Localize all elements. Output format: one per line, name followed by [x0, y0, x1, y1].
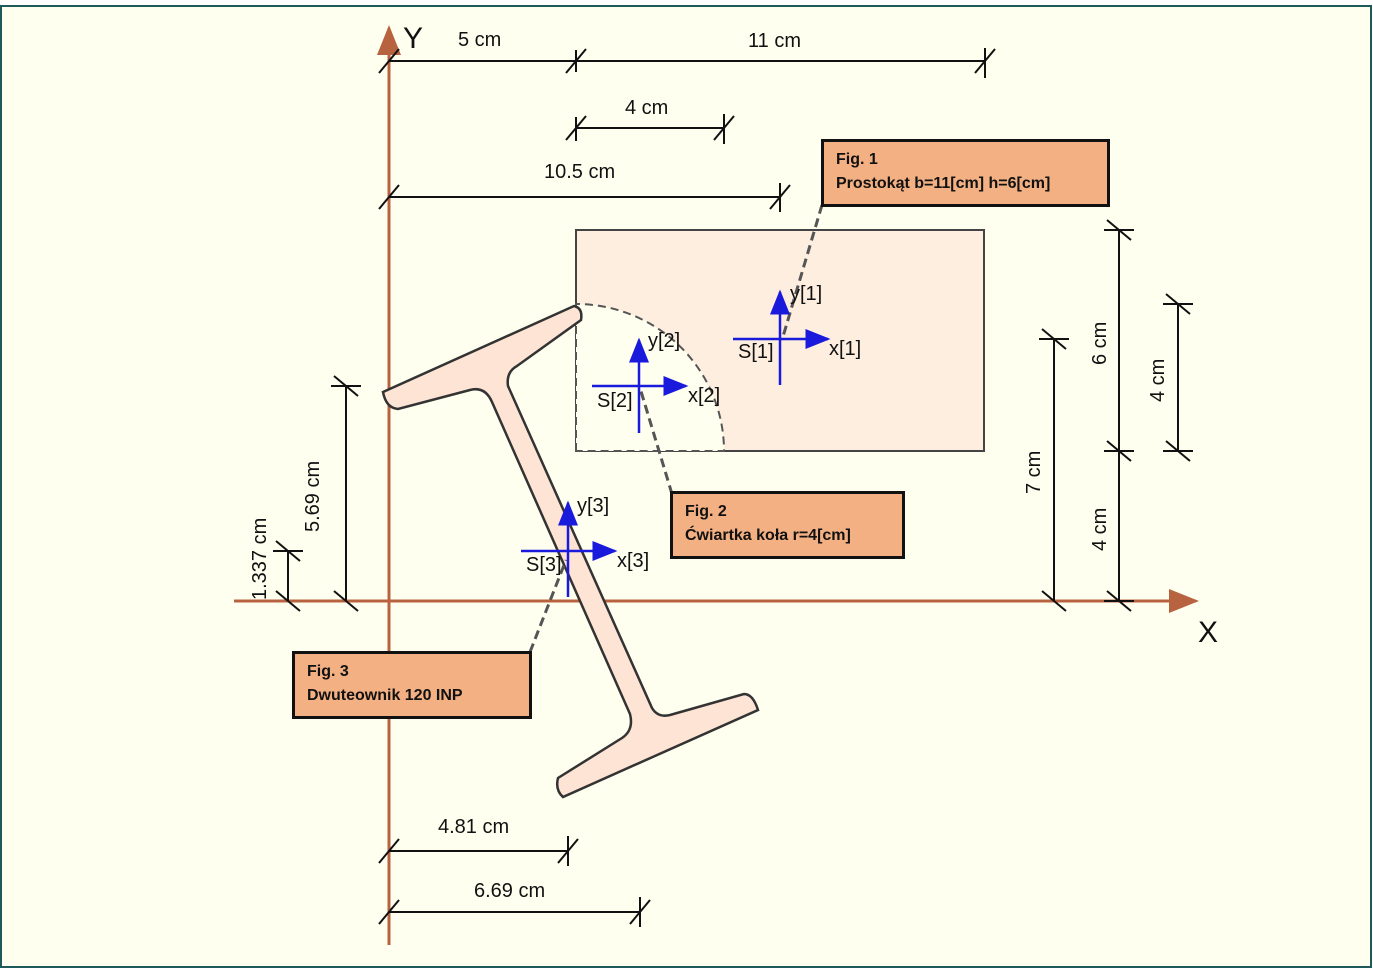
fig2-title: Fig. 2 [685, 503, 727, 520]
frame [0, 5, 1372, 968]
dim-11cm: 11 cm [748, 30, 801, 52]
dim-5-69cm: 5.69 cm [302, 461, 324, 532]
s3-label: S[3] [526, 554, 562, 576]
s1-label: S[1] [738, 341, 774, 363]
fig1-label-box: Fig. 1 Prostokąt b=11[cm] h=6[cm] [821, 139, 1110, 207]
fig2-label-box: Fig. 2 Ćwiartka koła r=4[cm] [670, 491, 905, 559]
dim-4cm-right: 4 cm [1147, 359, 1169, 402]
x-axis-label: X [1198, 616, 1218, 649]
dim-10-5cm: 10.5 cm [544, 161, 615, 183]
fig1-desc: Prostokąt b=11[cm] h=6[cm] [836, 175, 1051, 192]
leader-lines [528, 204, 824, 653]
fig2-desc: Ćwiartka koła r=4[cm] [685, 527, 851, 544]
y3-label: y[3] [577, 495, 609, 517]
dim-4cm-bottom: 4 cm [1089, 508, 1111, 551]
dim-1-337cm: 1.337 cm [249, 518, 271, 600]
fig3-label-box: Fig. 3 Dwuteownik 120 INP [292, 651, 532, 719]
y2-label: y[2] [648, 330, 680, 352]
quarter-circle-fig2 [575, 302, 726, 452]
fig1-title: Fig. 1 [836, 151, 878, 168]
x1-label: x[1] [829, 338, 861, 360]
s2-label: S[2] [597, 390, 633, 412]
dim-4-81cm: 4.81 cm [438, 816, 509, 838]
fig3-title: Fig. 3 [307, 663, 349, 680]
y1-label: y[1] [790, 283, 822, 305]
y-axis-label: Y [403, 22, 423, 55]
dim-6cm: 6 cm [1089, 322, 1111, 365]
x2-label: x[2] [688, 385, 720, 407]
dim-5cm: 5 cm [458, 29, 501, 51]
x3-label: x[3] [617, 550, 649, 572]
dim-7cm: 7 cm [1023, 451, 1045, 494]
dimension-lines [273, 48, 1193, 927]
dim-4cm-top: 4 cm [625, 97, 668, 119]
fig3-desc: Dwuteownik 120 INP [307, 687, 463, 704]
centroid-axes [521, 289, 831, 597]
dim-6-69cm: 6.69 cm [474, 880, 545, 902]
